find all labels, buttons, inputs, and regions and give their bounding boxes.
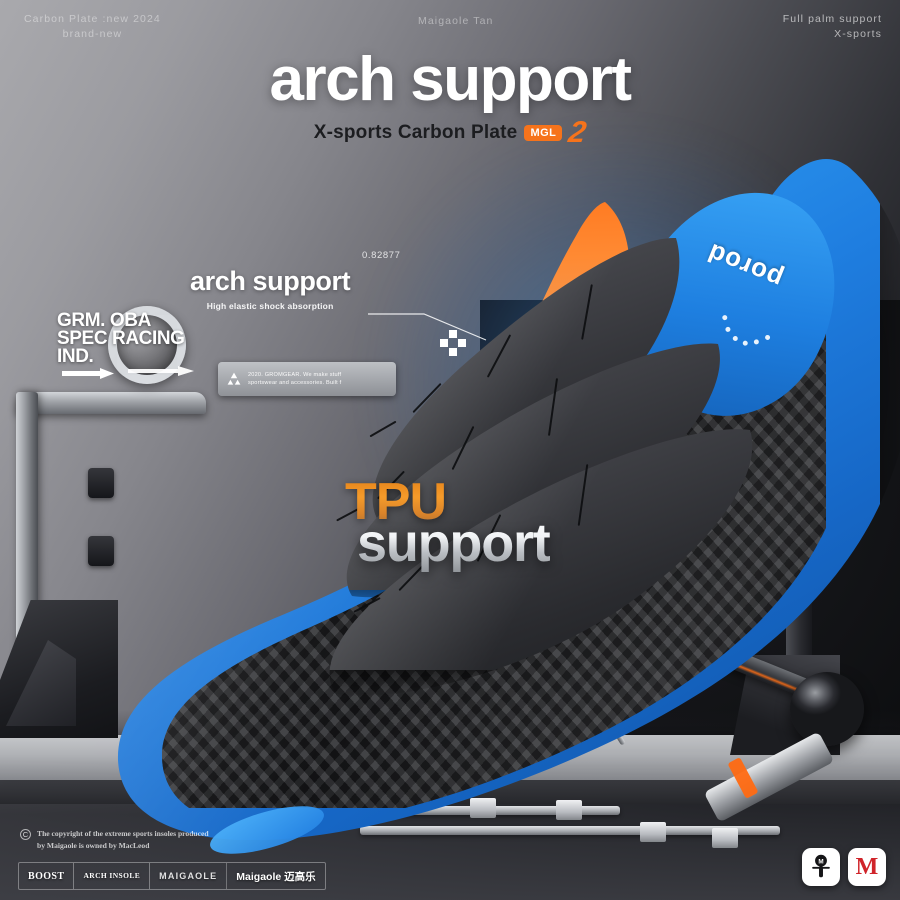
spec-label-line2: sportswear and accessories. Built f xyxy=(248,380,342,386)
tpu-headline: TPU xyxy=(345,473,447,531)
mascot-glyph: M xyxy=(812,854,830,878)
checker-marker-icon xyxy=(440,330,472,356)
copyright-line1: The copyright of the extreme sports inso… xyxy=(37,829,209,838)
brand-logo-boost: BOOST xyxy=(19,863,75,889)
machine-clamp xyxy=(88,468,114,498)
copyright-icon: C xyxy=(20,829,31,840)
callout-subtitle: High elastic shock absorption xyxy=(206,301,334,311)
triangle-logo-icon xyxy=(227,372,241,385)
bench-rail-block xyxy=(470,798,496,818)
brand-logo-bar: BOOST ARCH INSOLE MAIGAOLE Maigaole 迈高乐 xyxy=(18,862,326,890)
subtitle-text: X-sports Carbon Plate xyxy=(313,122,518,143)
spec-label-text: 2020. GROMGEAR. We make stuff sportswear… xyxy=(248,371,341,388)
copyright-notice: C The copyright of the extreme sports in… xyxy=(20,828,209,852)
top-note-left-line1: Carbon Plate :new 2024 xyxy=(24,13,161,25)
spec-stamp-line3: IND. xyxy=(57,345,94,367)
right-arrow-icon xyxy=(62,368,114,379)
bench-rail-block xyxy=(556,800,582,820)
brand-logo-maigaole: MAIGAOLE xyxy=(150,863,228,889)
mgl-badge: MGL xyxy=(524,125,563,141)
copyright-line2: by Maigaole is owned by MacLeod xyxy=(37,841,150,851)
arch-support-callout: 0.82877 arch support High elastic shock … xyxy=(190,250,400,311)
spec-stamp: GRM. OBA SPEC RACING IND. xyxy=(57,310,185,367)
spec-stamp-line2: SPEC RACING xyxy=(57,327,185,349)
right-arrow-icon xyxy=(128,366,194,376)
bench-rail xyxy=(360,826,780,835)
m-logo-icon[interactable]: M xyxy=(848,848,886,886)
svg-text:M: M xyxy=(818,858,823,865)
insole-product: porod xyxy=(30,60,890,864)
m-logo-glyph: M xyxy=(855,853,879,880)
page-title: arch support xyxy=(269,45,632,114)
brand-logo-arch-insole: ARCH INSOLE xyxy=(74,863,151,889)
spec-label-line1: 2020. GROMGEAR. We make stuff xyxy=(248,371,342,378)
copyright-text: The copyright of the extreme sports inso… xyxy=(37,828,209,852)
callout-title: arch support xyxy=(190,266,351,296)
support-headline: support xyxy=(357,513,551,573)
machine-clamp xyxy=(88,536,114,566)
machine-frame-left-arm xyxy=(16,392,206,414)
top-note-left: Carbon Plate :new 2024 brand-new xyxy=(24,12,161,42)
callout-value: 0.82877 xyxy=(362,250,401,261)
top-note-right-line2: X-sports xyxy=(834,28,882,41)
page-subtitle: X-sports Carbon Plate MGL 2 xyxy=(0,116,900,149)
bench-rail-block xyxy=(640,822,666,842)
callout-leader-line xyxy=(368,313,487,341)
measuring-arm-ball-joint xyxy=(790,672,864,746)
bench-rail-block xyxy=(712,828,738,848)
spec-label-bar: 2020. GROMGEAR. We make stuff sportswear… xyxy=(218,362,396,396)
top-note-right: Full palm support X-sports xyxy=(783,12,882,42)
spec-stamp-line1: GRM. OBA xyxy=(57,310,151,331)
mascot-icon[interactable]: M xyxy=(802,848,840,886)
top-note-center: Maigaole Tan xyxy=(418,15,494,27)
top-note-left-line2: brand-new xyxy=(62,28,123,41)
top-note-right-line1: Full palm support xyxy=(782,13,882,25)
brand-logo-maigaole-cn: Maigaole 迈高乐 xyxy=(236,870,316,883)
app-icon-group: M M xyxy=(802,848,886,886)
mgl-number-logo: 2 xyxy=(566,116,590,149)
